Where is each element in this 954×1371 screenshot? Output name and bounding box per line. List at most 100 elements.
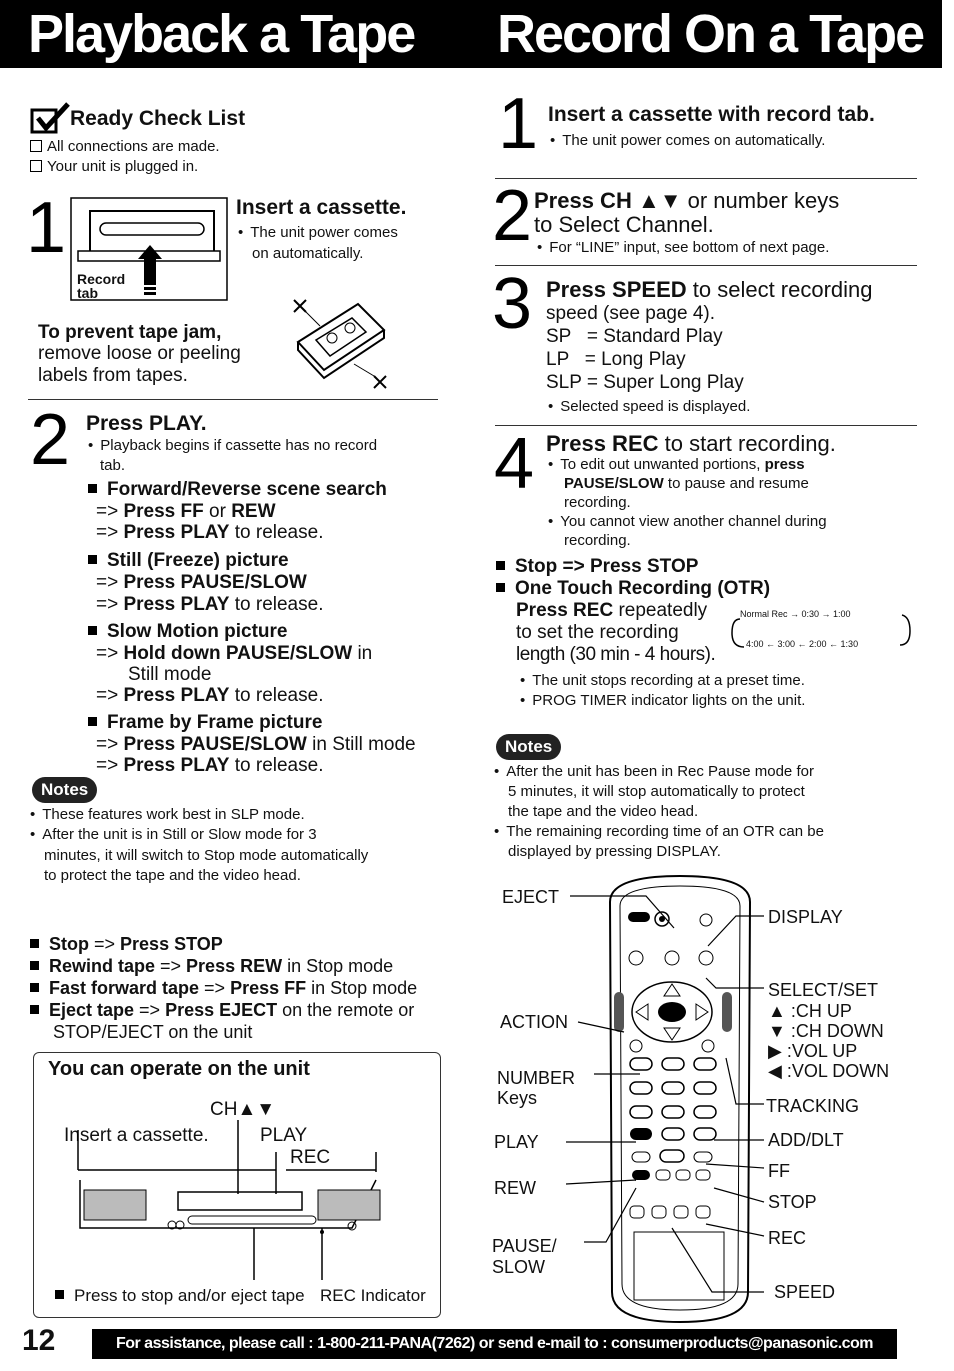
remote-label-rew: REW xyxy=(494,1178,536,1198)
note-line: The remaining recording time of an OTR c… xyxy=(494,822,824,841)
jam-text: remove loose or peeling xyxy=(38,343,241,364)
feature-line: => Press FF or REW xyxy=(96,501,276,522)
remote-label-number: NUMBER xyxy=(497,1068,576,1088)
remote-label-vol-down: ◀ :VOL DOWN xyxy=(768,1061,890,1081)
step-note: Selected speed is displayed. xyxy=(548,397,750,416)
ready-title: Ready Check List xyxy=(70,107,246,130)
remote-label-vol-up: ▶ :VOL UP xyxy=(768,1041,858,1061)
unit-play-label: PLAY xyxy=(260,1125,308,1146)
remote-label-display: DISPLAY xyxy=(768,907,843,927)
step-number: 4 xyxy=(494,424,535,504)
step-number: 1 xyxy=(498,84,539,164)
step-title: to Select Channel. xyxy=(534,212,714,237)
note-line: the tape and the video head. xyxy=(508,803,699,820)
note-line: After the unit has been in Rec Pause mod… xyxy=(494,762,814,781)
step-note: PAUSE/SLOW to pause and resume xyxy=(564,475,809,492)
feature-line: => Press PAUSE/SLOW in Still mode xyxy=(96,734,416,755)
checkbox-icon xyxy=(30,140,42,152)
feature-line: => Press PLAY to release. xyxy=(96,522,324,543)
step-title: Press REC to start recording. xyxy=(546,431,836,456)
feature-line: => Press PAUSE/SLOW xyxy=(96,572,307,593)
feature-line: => Press PLAY to release. xyxy=(96,685,324,706)
step-note: on automatically. xyxy=(252,245,364,262)
remote-label-keys: Keys xyxy=(497,1088,538,1108)
remote-label-ff: FF xyxy=(768,1161,790,1181)
step-note: Playback begins if cassette has no recor… xyxy=(88,436,377,455)
note-line: to protect the tape and the video head. xyxy=(44,867,301,884)
remote-label-select: SELECT/SET xyxy=(768,980,879,1000)
step-note: recording. xyxy=(564,494,631,511)
remote-label-rec: REC xyxy=(768,1228,807,1248)
remote-leader-lines xyxy=(565,888,776,1333)
speed-option: SLP = Super Long Play xyxy=(546,372,744,393)
feature-title: Slow Motion picture xyxy=(88,621,288,643)
remote-label-eject: EJECT xyxy=(502,887,560,907)
remote-label-play: PLAY xyxy=(494,1132,539,1152)
unit-insert-label: Insert a cassette. xyxy=(64,1125,209,1146)
operation-line: Fast forward tape => Press FF in Stop mo… xyxy=(30,978,417,999)
operation-line: One Touch Recording (OTR) xyxy=(496,578,770,600)
note-line: displayed by pressing DISPLAY. xyxy=(508,843,721,860)
step-number: 1 xyxy=(26,188,67,268)
operation-line: Stop => Press STOP xyxy=(30,934,223,955)
unit-stop-note: Press to stop and/or eject tape xyxy=(55,1286,305,1306)
remote-label-ch-up: ▲ :CH UP xyxy=(768,1001,852,1021)
jam-title: To prevent tape jam, xyxy=(38,322,222,343)
unit-rec-label: REC xyxy=(290,1147,331,1168)
page-header: Playback a Tape Record On a Tape xyxy=(0,0,942,68)
note-line: After the unit is in Still or Slow mode … xyxy=(30,825,316,844)
unit-operation-box xyxy=(33,1052,441,1318)
operation-line: Eject tape => Press EJECT on the remote … xyxy=(30,1000,414,1021)
remote-label-ch-down: ▼ :CH DOWN xyxy=(768,1021,884,1041)
feature-title: Forward/Reverse scene search xyxy=(88,479,387,501)
otr-cycle-top: Normal Rec → 0:30 → 1:00 xyxy=(740,609,851,619)
remote-label-tracking: TRACKING xyxy=(766,1096,860,1116)
otr-text: Press REC repeatedly xyxy=(516,600,708,621)
checkmark-icon xyxy=(30,102,72,141)
speed-option: LP = Long Play xyxy=(546,349,686,370)
step-note: tab. xyxy=(100,457,126,474)
jam-text: labels from tapes. xyxy=(38,365,188,386)
record-title: Record On a Tape xyxy=(497,4,925,64)
step-number: 2 xyxy=(30,400,71,480)
step-note: The unit power comes xyxy=(238,223,398,242)
remote-label-slow: SLOW xyxy=(492,1257,546,1277)
step-note: For “LINE” input, see bottom of next pag… xyxy=(537,238,829,257)
remote-control-illustration xyxy=(590,872,770,1333)
notes-badge: Notes xyxy=(32,777,98,803)
peeling-label-cassette-illustration xyxy=(288,290,392,395)
feature-title: Frame by Frame picture xyxy=(88,712,322,734)
otr-cycle-bottom: 4:00 ← 3:00 ← 2:00 ← 1:30 xyxy=(746,639,859,649)
step-title: Insert a cassette with record tab. xyxy=(548,103,875,126)
ready-item: All connections are made. xyxy=(30,137,220,156)
step-title: Press SPEED to select recording xyxy=(546,277,873,302)
step-text: speed (see page 4). xyxy=(546,303,716,324)
step-note: The unit power comes on automatically. xyxy=(550,131,825,150)
otr-note: The unit stops recording at a preset tim… xyxy=(520,671,805,690)
ready-item: Your unit is plugged in. xyxy=(30,157,198,176)
step-number: 2 xyxy=(492,176,533,256)
note-line: These features work best in SLP mode. xyxy=(30,805,304,824)
otr-text: to set the recording xyxy=(516,622,679,643)
otr-note: PROG TIMER indicator lights on the unit. xyxy=(520,691,805,710)
divider xyxy=(495,425,917,426)
notes-badge: Notes xyxy=(496,734,562,760)
remote-label-action: ACTION xyxy=(500,1012,569,1032)
unit-box-title: You can operate on the unit xyxy=(48,1058,310,1080)
operation-line: STOP/EJECT on the unit xyxy=(53,1022,253,1042)
otr-cycle-diagram: Normal Rec → 0:30 → 1:00 4:00 ← 3:00 ← 2… xyxy=(730,605,912,655)
speed-option: SP = Standard Play xyxy=(546,326,723,347)
feature-line: => Hold down PAUSE/SLOW in xyxy=(96,643,373,664)
remote-label-speed: SPEED xyxy=(774,1282,836,1302)
assistance-banner: For assistance, please call : 1-800-211-… xyxy=(92,1329,897,1359)
step-title: Press PLAY. xyxy=(86,412,207,435)
unit-rec-indicator: REC Indicator xyxy=(320,1286,426,1305)
step-title: Press CH ▲▼ or number keys xyxy=(534,188,840,213)
step-number: 3 xyxy=(492,264,533,344)
feature-title: Still (Freeze) picture xyxy=(88,550,289,572)
note-line: minutes, it will switch to Stop mode aut… xyxy=(44,847,369,864)
divider xyxy=(495,265,917,266)
remote-label-pause: PAUSE/ xyxy=(492,1236,557,1256)
otr-text: length (30 min - 4 hours). xyxy=(516,644,716,665)
